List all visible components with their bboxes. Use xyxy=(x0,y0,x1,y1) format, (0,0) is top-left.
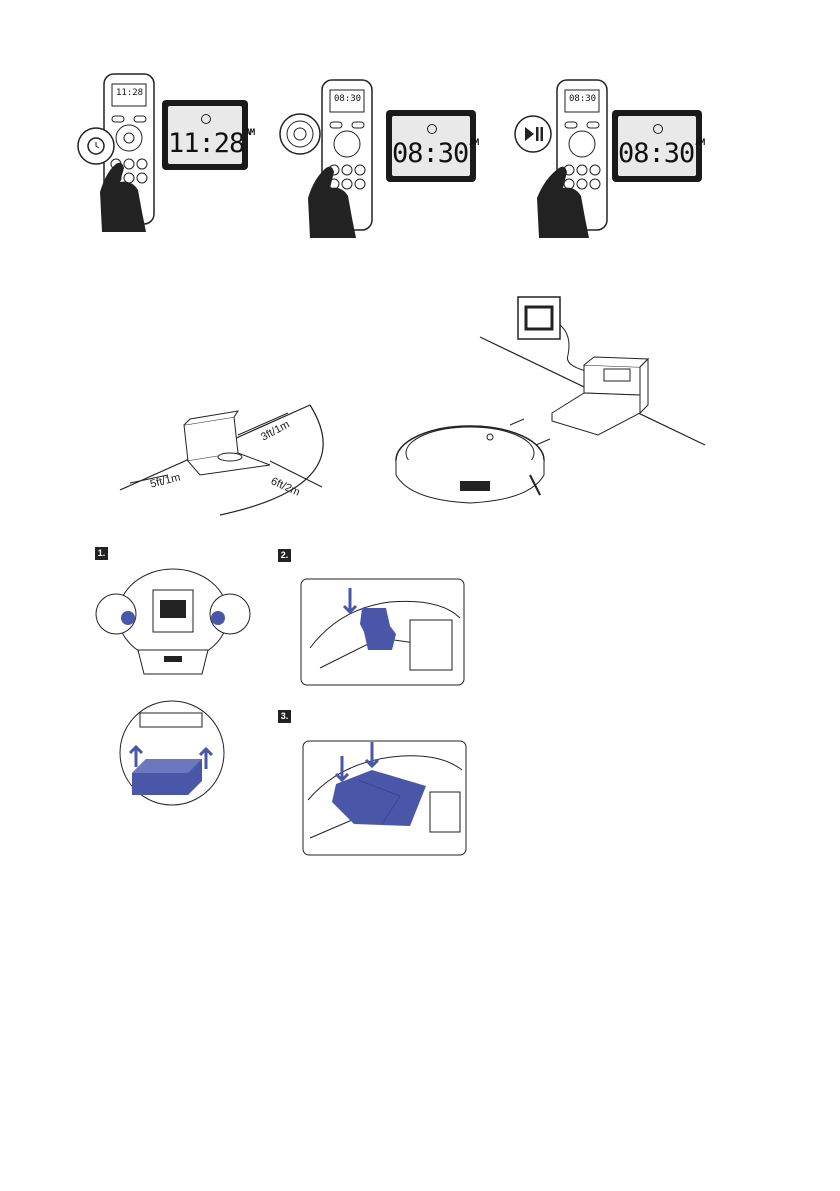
remote-panel-1: 11:28 xyxy=(72,72,262,232)
step-2-badge: 2. xyxy=(278,549,291,562)
arrow-down-icon xyxy=(334,756,350,783)
lcd-time-3: 08:30AM xyxy=(618,138,705,169)
battery-insert-diagram xyxy=(300,578,465,686)
mini-lcd-text-3: 08:30 xyxy=(569,94,597,104)
lcd-clock-icon xyxy=(427,124,437,134)
hand-icon xyxy=(537,166,589,238)
arrow-down-icon xyxy=(364,742,380,769)
lcd-clock-icon xyxy=(201,114,211,124)
mini-lcd-text-1: 11:28 xyxy=(116,88,144,98)
step-1-badge: 1. xyxy=(95,547,108,560)
hand-icon xyxy=(308,166,356,238)
lcd-display-1: 11:28AM xyxy=(162,100,255,170)
arrow-down-icon xyxy=(342,588,358,615)
step-3-badge: 3. xyxy=(278,710,291,723)
screw-marker-icon xyxy=(121,611,135,625)
lcd-time-2: 08:30AM xyxy=(392,138,479,169)
battery-cover-install-diagram xyxy=(302,740,467,856)
arrow-up-icon xyxy=(128,744,144,767)
hand-icon xyxy=(100,162,146,232)
play-pause-icon xyxy=(525,127,543,141)
lcd-time-1: 11:28AM xyxy=(168,128,255,159)
dock-clearance-diagram: 5ft/1m 3ft/1m 6ft/2m xyxy=(110,395,340,520)
arrow-up-icon xyxy=(198,746,214,769)
robot-underside-diagram xyxy=(95,568,251,685)
remote-illustration-3 xyxy=(514,79,608,238)
robot-docking-diagram xyxy=(390,295,710,505)
screw-marker-icon xyxy=(211,611,225,625)
remote-illustration-2 xyxy=(279,79,373,238)
charging-dock-icon xyxy=(183,410,271,476)
remote-panel-2: 08:30 xyxy=(270,78,460,238)
battery-cover-removal-diagram xyxy=(110,700,235,806)
mini-lcd-text-2: 08:30 xyxy=(334,94,362,104)
lcd-display-3: 08:30AM xyxy=(612,110,705,182)
remote-illustration-1 xyxy=(77,73,155,232)
lcd-clock-icon xyxy=(653,124,663,134)
wall-outlet-icon xyxy=(517,296,561,340)
robot-vacuum-icon xyxy=(395,425,545,504)
lcd-display-2: 08:30AM xyxy=(386,110,479,182)
charging-dock-icon xyxy=(551,356,650,436)
remote-panel-3: 08:30 xyxy=(505,78,695,238)
